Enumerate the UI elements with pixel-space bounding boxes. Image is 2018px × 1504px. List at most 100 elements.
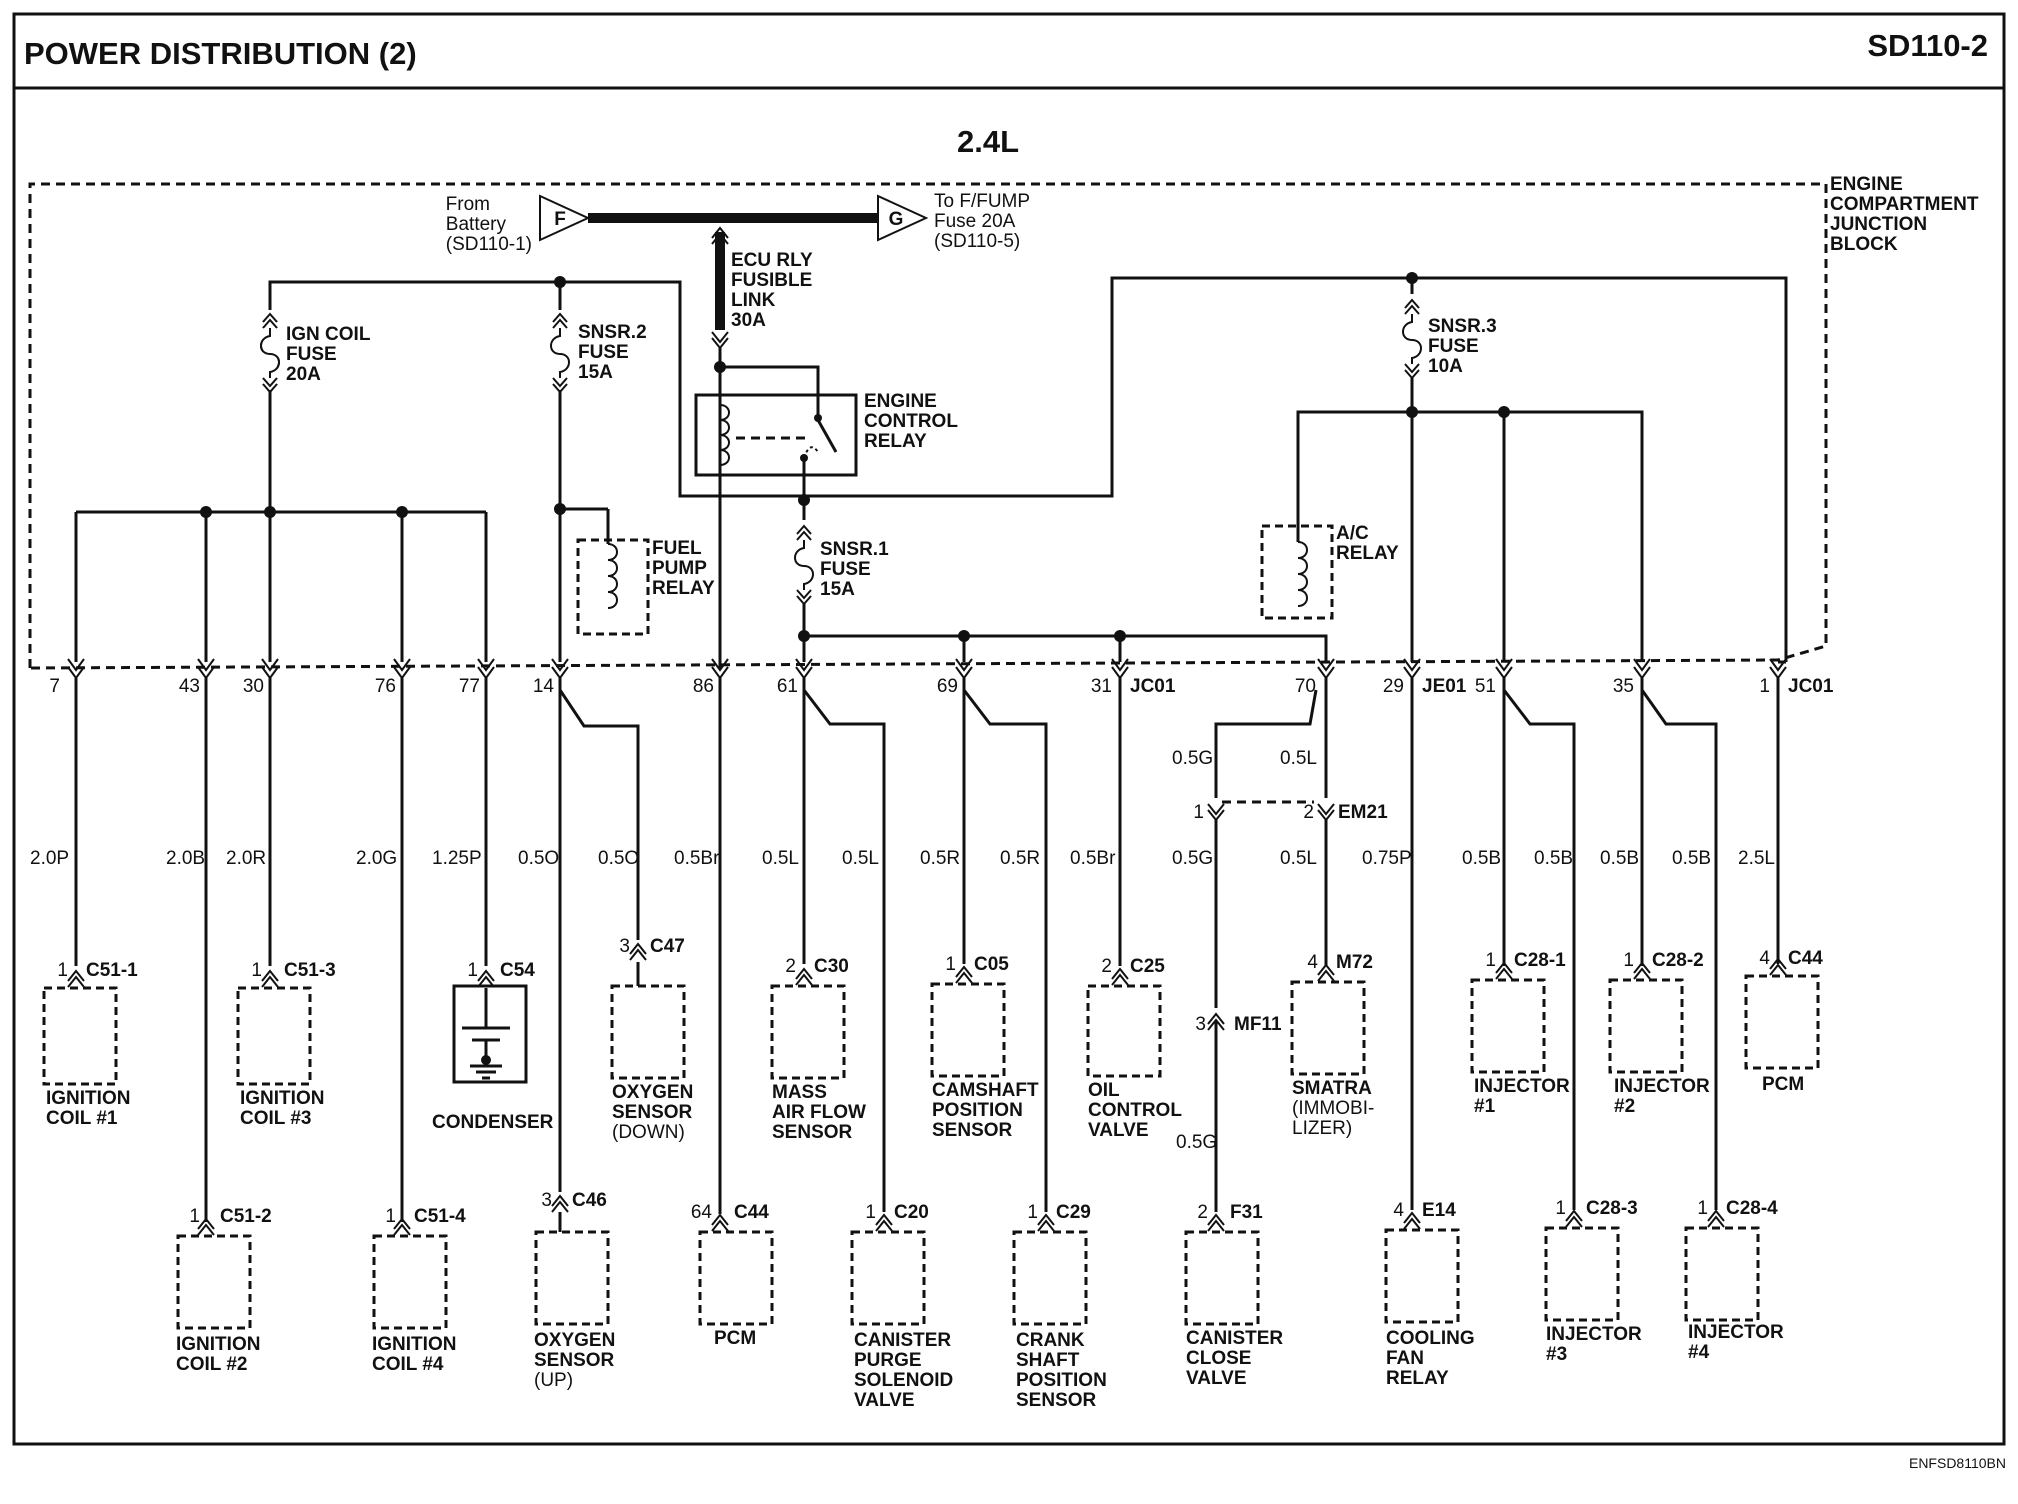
svg-text:1: 1 bbox=[467, 960, 478, 981]
terminal-row bbox=[67, 658, 1787, 679]
svg-text:C54: C54 bbox=[500, 960, 535, 981]
svg-text:COIL #4: COIL #4 bbox=[372, 1354, 444, 1375]
svg-text:70: 70 bbox=[1295, 676, 1316, 697]
component-oxygen-sensor-up: 3 C46 OXYGEN SENSOR (UP) bbox=[534, 1190, 615, 1391]
svg-text:IGNITION: IGNITION bbox=[240, 1088, 324, 1109]
svg-text:INJECTOR: INJECTOR bbox=[1474, 1076, 1570, 1097]
svg-text:C29: C29 bbox=[1056, 1202, 1091, 1223]
svg-text:A/C: A/C bbox=[1336, 523, 1369, 544]
svg-text:INJECTOR: INJECTOR bbox=[1688, 1322, 1784, 1343]
svg-text:ENGINE: ENGINE bbox=[864, 391, 937, 412]
svg-text:VALVE: VALVE bbox=[854, 1390, 915, 1411]
svg-text:C44: C44 bbox=[734, 1202, 769, 1223]
svg-text:JC01: JC01 bbox=[1130, 676, 1176, 697]
svg-text:M72: M72 bbox=[1336, 952, 1373, 973]
connector-g-symbol bbox=[877, 194, 929, 242]
svg-text:POSITION: POSITION bbox=[1016, 1370, 1107, 1391]
svg-text:69: 69 bbox=[937, 676, 958, 697]
svg-text:1: 1 bbox=[1193, 802, 1204, 823]
engine-control-relay-box bbox=[694, 393, 858, 477]
to-fpump-text-1: To F/FUMP bbox=[934, 191, 1030, 212]
page-title: POWER DISTRIBUTION (2) bbox=[24, 36, 417, 71]
page-code: SD110-2 bbox=[1867, 28, 1988, 63]
svg-text:0.5G: 0.5G bbox=[1172, 748, 1213, 769]
component-condenser: 1 C54 CONDENSER bbox=[432, 960, 554, 1133]
svg-text:1: 1 bbox=[251, 960, 262, 981]
svg-text:OXYGEN: OXYGEN bbox=[534, 1330, 615, 1351]
svg-text:SENSOR: SENSOR bbox=[932, 1120, 1013, 1141]
svg-text:(UP): (UP) bbox=[534, 1370, 573, 1391]
junction-block-label-2: COMPARTMENT bbox=[1830, 194, 1979, 215]
svg-text:0.5L: 0.5L bbox=[1280, 748, 1317, 769]
svg-text:43: 43 bbox=[179, 676, 200, 697]
svg-text:MF11: MF11 bbox=[1234, 1014, 1282, 1035]
svg-text:SNSR.1: SNSR.1 bbox=[820, 539, 889, 560]
svg-text:SENSOR: SENSOR bbox=[772, 1122, 853, 1143]
svg-text:1: 1 bbox=[385, 1206, 396, 1227]
svg-text:77: 77 bbox=[459, 676, 480, 697]
svg-text:OXYGEN: OXYGEN bbox=[612, 1082, 693, 1103]
component-injector-1: 1 C28-1 INJECTOR #1 bbox=[1470, 950, 1570, 1117]
ground-icon bbox=[470, 1064, 502, 1080]
svg-text:FAN: FAN bbox=[1386, 1348, 1424, 1369]
harness-wires bbox=[74, 678, 1780, 1222]
svg-text:10A: 10A bbox=[1428, 356, 1463, 377]
component-injector-2: 1 C28-2 INJECTOR #2 bbox=[1608, 950, 1710, 1117]
component-camshaft-position-sensor: 1 C05 CAMSHAFT POSITION SENSOR bbox=[930, 954, 1039, 1141]
svg-text:CANISTER: CANISTER bbox=[1186, 1328, 1283, 1349]
svg-text:JE01: JE01 bbox=[1422, 676, 1467, 697]
svg-text:0.5B: 0.5B bbox=[1600, 848, 1639, 869]
svg-text:15A: 15A bbox=[820, 579, 855, 600]
svg-text:31: 31 bbox=[1091, 676, 1112, 697]
svg-text:0.5O: 0.5O bbox=[598, 848, 639, 869]
svg-text:CLOSE: CLOSE bbox=[1186, 1348, 1251, 1369]
engine-label: 2.4L bbox=[957, 124, 1019, 159]
svg-text:2: 2 bbox=[1101, 956, 1112, 977]
component-smatra-immobilizer: 4 M72 SMATRA (IMMOBI- LIZER) bbox=[1290, 952, 1374, 1139]
svg-text:1: 1 bbox=[1555, 1198, 1566, 1219]
svg-text:C44: C44 bbox=[1788, 948, 1823, 969]
svg-text:1: 1 bbox=[189, 1206, 200, 1227]
wire-size-labels: 2.0P 2.0B 2.0R 2.0G 1.25P 0.5O 0.5O 0.5B… bbox=[30, 748, 1775, 1153]
svg-text:(DOWN): (DOWN) bbox=[612, 1122, 685, 1143]
fuel-pump-relay-box bbox=[576, 538, 650, 636]
svg-text:RELAY: RELAY bbox=[1386, 1368, 1449, 1389]
component-ignition-coil-3: 1 C51-3 IGNITION COIL #3 bbox=[236, 960, 336, 1129]
svg-text:C51-3: C51-3 bbox=[284, 960, 336, 981]
svg-text:AIR FLOW: AIR FLOW bbox=[772, 1102, 866, 1123]
to-fpump-text-2: Fuse 20A bbox=[934, 211, 1016, 232]
svg-text:0.5G: 0.5G bbox=[1172, 848, 1213, 869]
svg-text:IGNITION: IGNITION bbox=[176, 1334, 260, 1355]
svg-text:F31: F31 bbox=[1230, 1202, 1263, 1223]
svg-text:(IMMOBI-: (IMMOBI- bbox=[1292, 1098, 1374, 1119]
component-crank-shaft-position-sensor: 1 C29 CRANK SHAFT POSITION SENSOR bbox=[1012, 1202, 1107, 1411]
svg-text:SMATRA: SMATRA bbox=[1292, 1078, 1372, 1099]
svg-text:1: 1 bbox=[945, 954, 956, 975]
svg-text:CONTROL: CONTROL bbox=[864, 411, 958, 432]
svg-text:LIZER): LIZER) bbox=[1292, 1118, 1352, 1139]
svg-text:COIL #3: COIL #3 bbox=[240, 1108, 311, 1129]
svg-text:30A: 30A bbox=[731, 310, 766, 331]
svg-text:IGNITION: IGNITION bbox=[372, 1334, 456, 1355]
svg-text:C46: C46 bbox=[572, 1190, 607, 1211]
component-ignition-coil-2: 1 C51-2 IGNITION COIL #2 bbox=[176, 1206, 272, 1375]
component-mass-air-flow-sensor: 2 C30 MASS AIR FLOW SENSOR bbox=[770, 956, 866, 1143]
svg-text:1: 1 bbox=[57, 960, 68, 981]
relay-switch-icon bbox=[816, 419, 838, 453]
svg-text:IGNITION: IGNITION bbox=[46, 1088, 130, 1109]
svg-text:C28-1: C28-1 bbox=[1514, 950, 1566, 971]
to-fpump-text-3: (SD110-5) bbox=[934, 231, 1020, 252]
svg-text:C28-2: C28-2 bbox=[1652, 950, 1704, 971]
svg-text:0.5L: 0.5L bbox=[842, 848, 879, 869]
component-cooling-fan-relay: 4 E14 COOLING FAN RELAY bbox=[1384, 1200, 1475, 1389]
svg-text:SOLENOID: SOLENOID bbox=[854, 1370, 953, 1391]
svg-text:PURGE: PURGE bbox=[854, 1350, 922, 1371]
svg-text:3: 3 bbox=[619, 936, 630, 957]
svg-text:SNSR.3: SNSR.3 bbox=[1428, 316, 1497, 337]
svg-text:CONTROL: CONTROL bbox=[1088, 1100, 1182, 1121]
svg-text:FUSE: FUSE bbox=[1428, 336, 1479, 357]
svg-text:VALVE: VALVE bbox=[1186, 1368, 1247, 1389]
component-canister-close-valve: 2 F31 CANISTER CLOSE VALVE bbox=[1184, 1202, 1283, 1389]
svg-text:3: 3 bbox=[541, 1190, 552, 1211]
